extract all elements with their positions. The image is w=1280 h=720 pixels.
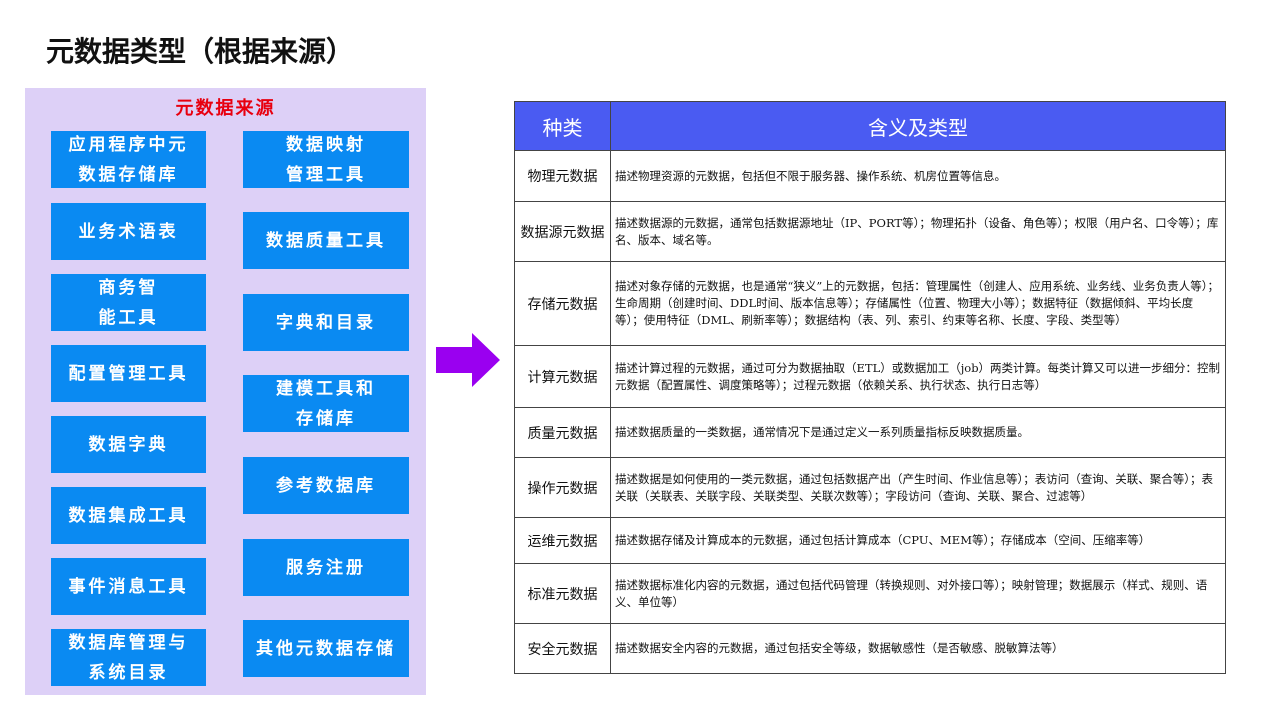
row-kind: 数据源元数据 [514, 201, 611, 262]
source-item-app-metadata-repository: 应用程序中元 数据存储库 [51, 131, 206, 188]
source-item-service-registry: 服务注册 [243, 539, 409, 596]
row-desc: 描述对象存储的元数据，也是通常“狭义”上的元数据，包括：管理属性（创建人、应用系… [610, 261, 1226, 346]
source-item-dictionary-directory: 字典和目录 [243, 294, 409, 351]
table-row: 数据源元数据 描述数据源的元数据，通常包括数据源地址（IP、PORT等）；物理拓… [514, 201, 1226, 262]
row-desc: 描述计算过程的元数据，通过可分为数据抽取（ETL）或数据加工（job）两类计算。… [610, 345, 1226, 408]
row-desc: 描述数据安全内容的元数据，通过包括安全等级，数据敏感性（是否敏感、脱敏算法等） [610, 623, 1226, 674]
row-kind: 质量元数据 [514, 407, 611, 458]
table-row: 质量元数据 描述数据质量的一类数据，通常情况下是通过定义一系列质量指标反映数据质… [514, 407, 1226, 458]
table-row: 运维元数据 描述数据存储及计算成本的元数据，通过包括计算成本（CPU、MEM等）… [514, 517, 1226, 564]
table-row: 安全元数据 描述数据安全内容的元数据，通过包括安全等级，数据敏感性（是否敏感、脱… [514, 623, 1226, 674]
table-row: 存储元数据 描述对象存储的元数据，也是通常“狭义”上的元数据，包括：管理属性（创… [514, 261, 1226, 346]
row-desc: 描述数据源的元数据，通常包括数据源地址（IP、PORT等）；物理拓扑（设备、角色… [610, 201, 1226, 262]
row-kind: 操作元数据 [514, 457, 611, 518]
source-item-bi-tools: 商务智 能工具 [51, 274, 206, 331]
row-desc: 描述数据标准化内容的元数据，通过包括代码管理（转换规则、对外接口等）；映射管理；… [610, 563, 1226, 624]
metadata-types-table: 种类 含义及类型 物理元数据 描述物理资源的元数据，包括但不限于服务器、操作系统… [514, 101, 1226, 674]
page-title: 元数据类型（根据来源） [46, 35, 355, 68]
right-arrow-icon [436, 333, 500, 387]
row-kind: 标准元数据 [514, 563, 611, 624]
row-kind: 物理元数据 [514, 150, 611, 202]
row-desc: 描述数据是如何使用的一类元数据，通过包括数据产出（产生时间、作业信息等）；表访问… [610, 457, 1226, 518]
row-kind: 安全元数据 [514, 623, 611, 674]
table-row: 操作元数据 描述数据是如何使用的一类元数据，通过包括数据产出（产生时间、作业信息… [514, 457, 1226, 518]
source-item-reference-data: 参考数据库 [243, 457, 409, 514]
row-desc: 描述数据存储及计算成本的元数据，通过包括计算成本（CPU、MEM等）；存储成本（… [610, 517, 1226, 564]
source-item-config-management: 配置管理工具 [51, 345, 206, 402]
source-item-dbms-catalog: 数据库管理与 系统目录 [51, 629, 206, 686]
row-kind: 存储元数据 [514, 261, 611, 346]
table-row: 物理元数据 描述物理资源的元数据，包括但不限于服务器、操作系统、机房位置等信息。 [514, 150, 1226, 202]
source-item-data-integration: 数据集成工具 [51, 487, 206, 544]
row-kind: 计算元数据 [514, 345, 611, 408]
table-row: 计算元数据 描述计算过程的元数据，通过可分为数据抽取（ETL）或数据加工（job… [514, 345, 1226, 408]
source-item-business-glossary: 业务术语表 [51, 203, 206, 260]
source-item-data-dictionary: 数据字典 [51, 416, 206, 473]
table-header-row: 种类 含义及类型 [514, 101, 1226, 151]
header-meaning: 含义及类型 [610, 101, 1226, 151]
source-item-modeling-tools: 建模工具和 存储库 [243, 375, 409, 432]
source-item-data-mapping: 数据映射 管理工具 [243, 131, 409, 188]
row-desc: 描述数据质量的一类数据，通常情况下是通过定义一系列质量指标反映数据质量。 [610, 407, 1226, 458]
row-desc: 描述物理资源的元数据，包括但不限于服务器、操作系统、机房位置等信息。 [610, 150, 1226, 202]
header-kind: 种类 [514, 101, 611, 151]
table-row: 标准元数据 描述数据标准化内容的元数据，通过包括代码管理（转换规则、对外接口等）… [514, 563, 1226, 624]
panel-title: 元数据来源 [175, 98, 276, 119]
source-item-event-messaging: 事件消息工具 [51, 558, 206, 615]
source-item-other-stores: 其他元数据存储 [243, 620, 409, 677]
source-item-data-quality: 数据质量工具 [243, 212, 409, 269]
row-kind: 运维元数据 [514, 517, 611, 564]
